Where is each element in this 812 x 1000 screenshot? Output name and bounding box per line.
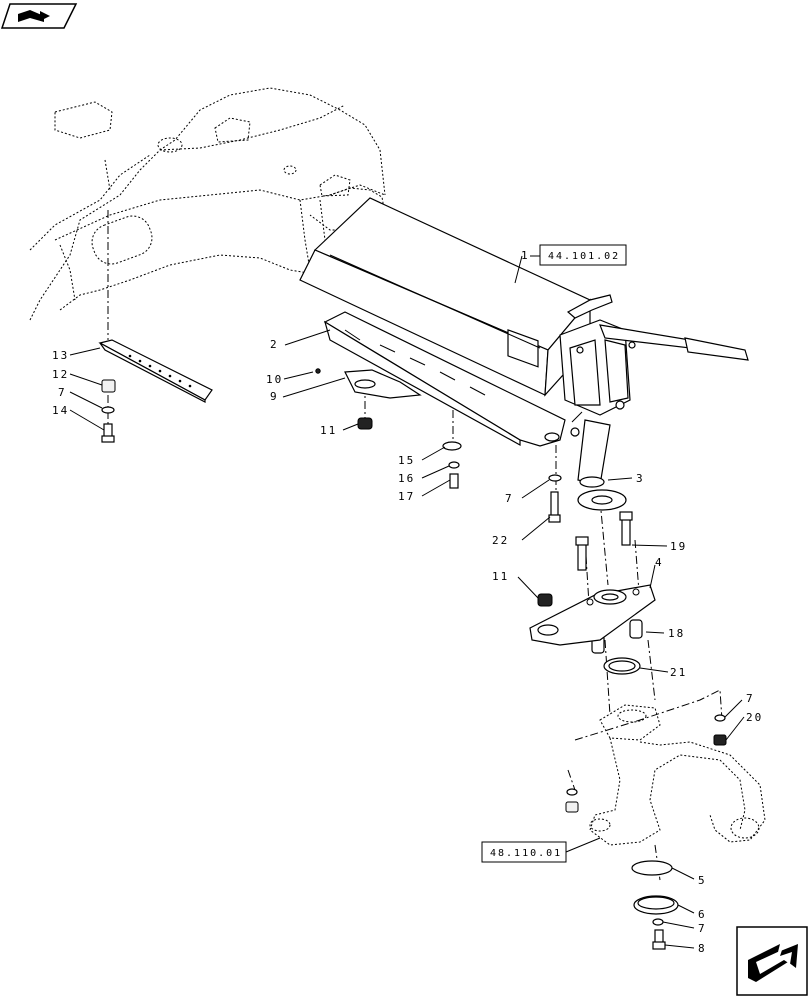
callout-2: 2: [270, 338, 279, 351]
callout-7-right: 7: [746, 692, 755, 705]
callout-14: 14: [52, 404, 69, 417]
book-arrow-icon[interactable]: [0, 3, 78, 29]
callout-10: 10: [266, 373, 283, 386]
callout-5: 5: [698, 874, 707, 887]
callout-22: 22: [492, 534, 509, 547]
callout-3: 3: [636, 472, 645, 485]
callout-7-bottom: 7: [698, 922, 707, 935]
callout-8: 8: [698, 942, 707, 955]
callout-12: 12: [52, 368, 69, 381]
reference-label-2[interactable]: 48.110.01: [490, 848, 562, 859]
callout-21: 21: [670, 666, 687, 679]
callout-20: 20: [746, 711, 763, 724]
callout-4: 4: [655, 556, 664, 569]
callout-19: 19: [670, 540, 687, 553]
callout-17: 17: [398, 490, 415, 503]
callout-11-upper: 11: [320, 424, 337, 437]
lower-bracket: [529, 584, 656, 646]
callout-9: 9: [270, 390, 279, 403]
callout-18: 18: [668, 627, 685, 640]
pivot-assembly: [559, 294, 749, 488]
next-page-arrow-icon[interactable]: [736, 926, 808, 996]
callout-labels: 1 2 3 4 5 6 7 7 7 7 8 9 10 11 11 12 13 1…: [52, 249, 763, 955]
leader-lines: [69, 255, 745, 949]
callout-15: 15: [398, 454, 415, 467]
hardware: [101, 368, 727, 950]
mounting-plate: [323, 311, 566, 447]
callout-7-mid: 7: [505, 492, 514, 505]
steering-knuckle: [589, 704, 766, 846]
reference-box-1[interactable]: [539, 244, 627, 266]
reference-label-1[interactable]: 44.101.02: [548, 251, 620, 262]
center-lines: [107, 210, 723, 881]
callout-11-lower: 11: [492, 570, 509, 583]
callout-16: 16: [398, 472, 415, 485]
reference-box-2[interactable]: [481, 841, 567, 863]
bar-strip: [98, 339, 213, 403]
callout-6: 6: [698, 908, 707, 921]
axle-beam: [299, 197, 591, 397]
callout-7-left: 7: [58, 386, 67, 399]
callout-13: 13: [52, 349, 69, 362]
callout-1: 1: [521, 249, 530, 262]
